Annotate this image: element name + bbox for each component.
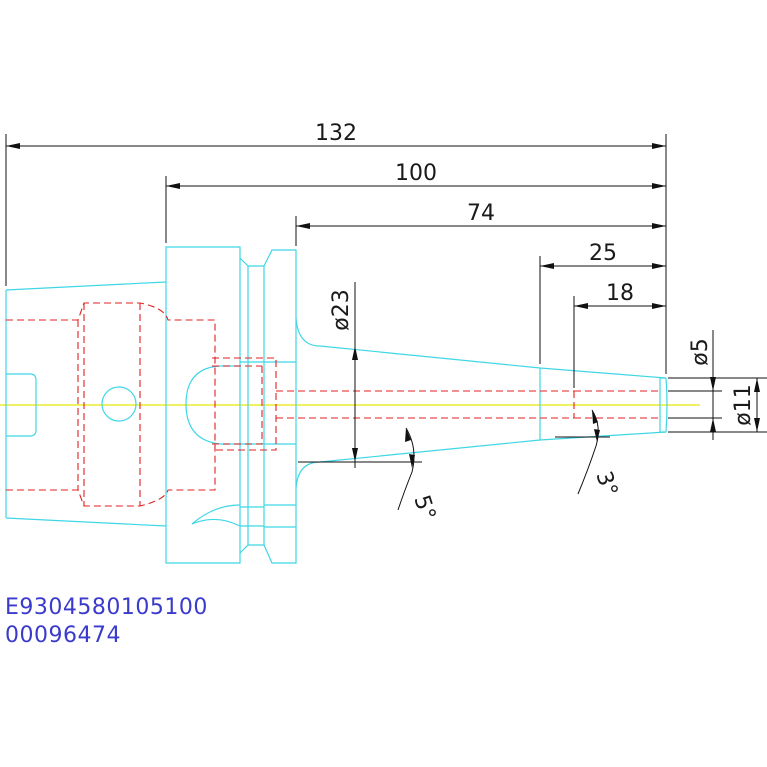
dim-132: 132 bbox=[315, 121, 357, 146]
front-collar bbox=[263, 249, 297, 564]
nose bbox=[659, 377, 668, 433]
dimension-labels: 132 100 74 25 18 ø23 ø5 ø11 5° 3° bbox=[315, 121, 756, 524]
item-number: 00096474 bbox=[5, 623, 121, 648]
hidden-bore bbox=[6, 302, 216, 507]
dim-100: 100 bbox=[395, 161, 437, 186]
dim-angle-5: 5° bbox=[408, 492, 440, 524]
dim-25: 25 bbox=[589, 241, 617, 266]
flange-block bbox=[165, 246, 241, 564]
shank-slot bbox=[6, 373, 37, 437]
dim-18: 18 bbox=[606, 281, 634, 306]
part-codes: E9304580105100 00096474 bbox=[5, 595, 208, 648]
groove bbox=[248, 265, 265, 546]
dim-74: 74 bbox=[467, 201, 495, 226]
dim-dia-5: ø5 bbox=[688, 338, 713, 365]
angle-leader-5 bbox=[397, 427, 415, 511]
drive-key bbox=[191, 504, 241, 527]
hidden-lines bbox=[6, 302, 662, 507]
dim-dia-11: ø11 bbox=[731, 384, 756, 425]
extension-top bbox=[295, 317, 667, 379]
flange-chamfer bbox=[239, 257, 249, 554]
cross-hole bbox=[101, 386, 137, 422]
bore-end bbox=[185, 365, 240, 445]
dim-angle-3: 3° bbox=[590, 468, 622, 500]
dimension-lines bbox=[5, 134, 767, 511]
taper-shank bbox=[5, 281, 167, 527]
part-number: E9304580105100 bbox=[5, 595, 208, 620]
dim-dia-23: ø23 bbox=[329, 289, 354, 330]
